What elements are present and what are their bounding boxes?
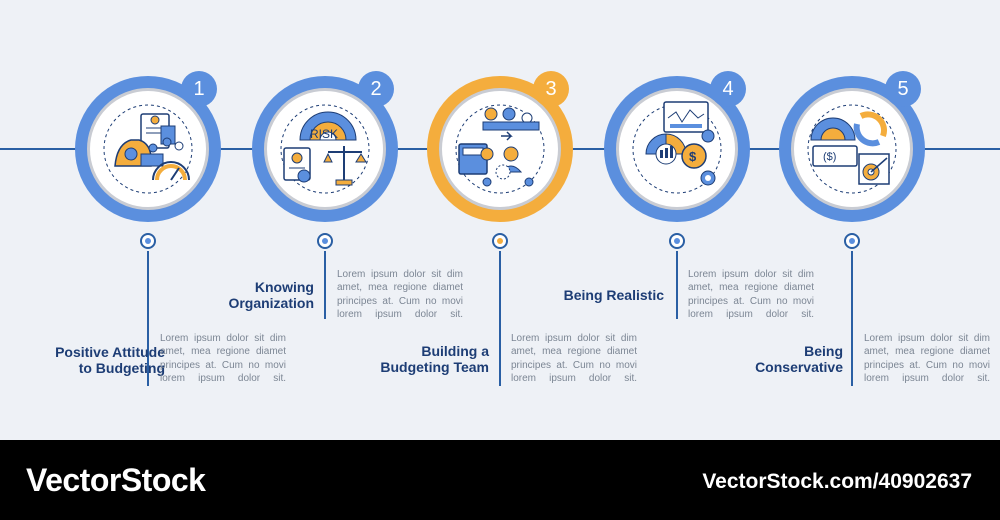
step-ring bbox=[779, 76, 925, 222]
step-number-badge: 1 bbox=[181, 71, 217, 107]
step-title: Being Realistic bbox=[563, 287, 664, 303]
timeline-marker bbox=[492, 233, 508, 249]
step-description: Lorem ipsum dolor sit dim amet, mea regi… bbox=[160, 333, 286, 385]
timeline-marker bbox=[669, 233, 685, 249]
cash-label: ($) bbox=[823, 151, 836, 163]
step-number-badge: 3 bbox=[533, 71, 569, 107]
timeline-marker bbox=[140, 233, 156, 249]
budget-money-bag-icon bbox=[103, 104, 193, 194]
connector-line bbox=[676, 251, 678, 319]
footer-bar bbox=[0, 440, 1000, 520]
step-description: Lorem ipsum dolor sit dim amet, mea regi… bbox=[511, 333, 637, 385]
step-number-badge: 4 bbox=[710, 71, 746, 107]
timeline-marker bbox=[844, 233, 860, 249]
step-description: Lorem ipsum dolor sit dim amet, mea regi… bbox=[337, 269, 463, 321]
connector-line bbox=[499, 251, 501, 386]
connector-line bbox=[851, 251, 853, 386]
team-icon bbox=[455, 104, 545, 194]
step-number-badge: 5 bbox=[885, 71, 921, 107]
step-ring bbox=[427, 76, 573, 222]
cash-target-icon: ($) bbox=[807, 104, 897, 194]
step-number-badge: 2 bbox=[358, 71, 394, 107]
risk-scales-icon: RISK bbox=[280, 104, 370, 194]
analytics-gears-icon: $ bbox=[632, 101, 722, 194]
step-description: Lorem ipsum dolor sit dim amet, mea regi… bbox=[864, 333, 990, 385]
risk-label: RISK bbox=[310, 127, 338, 141]
connector-line bbox=[324, 251, 326, 319]
svg-text:$: $ bbox=[689, 149, 697, 164]
step-4: 4 $ Being Realistic Lorem ipsum dolor si… bbox=[564, 0, 814, 440]
step-description: Lorem ipsum dolor sit dim amet, mea regi… bbox=[688, 269, 814, 321]
step-ring bbox=[604, 76, 750, 222]
image-id: VectorStock.com/40902637 bbox=[702, 470, 972, 493]
brand-logo: VectorStock bbox=[26, 462, 206, 498]
timeline-marker bbox=[317, 233, 333, 249]
connector-line bbox=[147, 251, 149, 386]
